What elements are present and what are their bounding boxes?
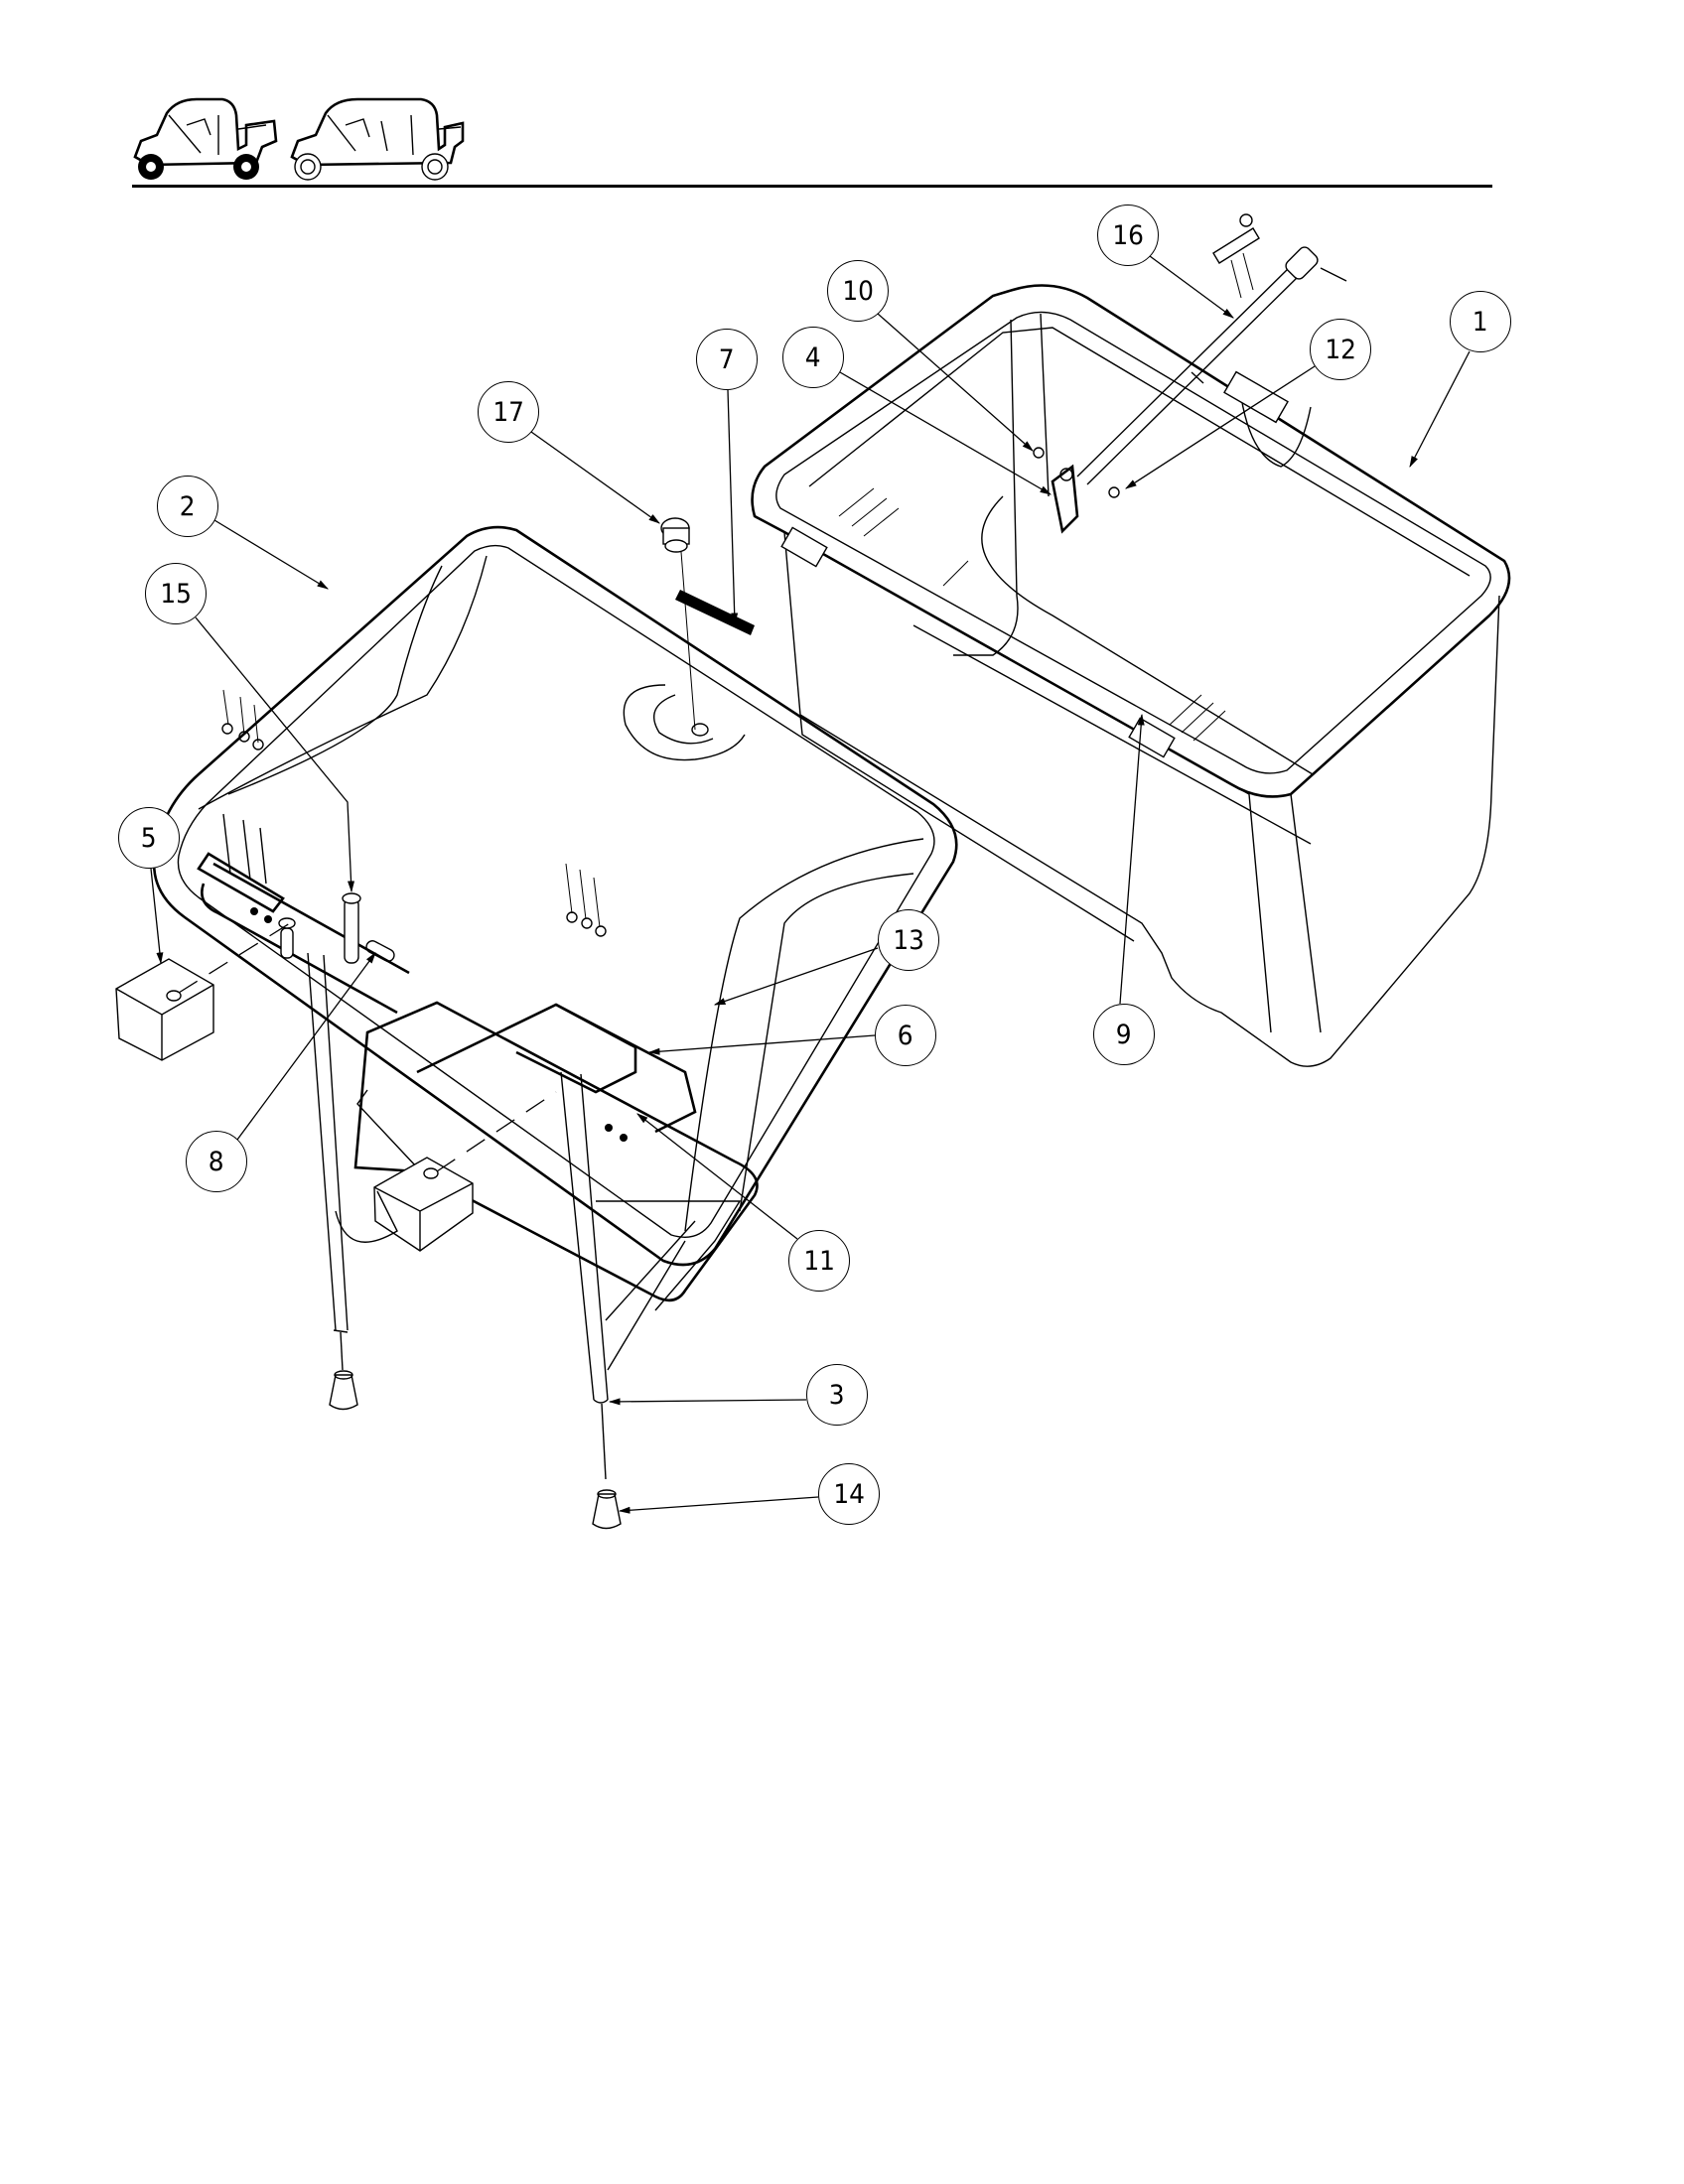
- callout-label: 17: [492, 396, 524, 428]
- callout-3[interactable]: 3: [806, 1364, 868, 1426]
- callout-label: 1: [1473, 306, 1488, 338]
- leg-cap-left: [329, 1370, 358, 1411]
- leader-lines: [150, 255, 1471, 1514]
- callout-1[interactable]: 1: [1450, 291, 1511, 352]
- callout-10[interactable]: 10: [827, 260, 889, 322]
- callout-label: 13: [893, 924, 924, 956]
- callout-2[interactable]: 2: [157, 476, 218, 537]
- support-assembly: [115, 813, 759, 1530]
- callout-label: 5: [141, 822, 157, 854]
- callout-label: 6: [898, 1020, 913, 1051]
- callout-label: 2: [180, 490, 196, 522]
- callout-label: 14: [833, 1478, 865, 1510]
- leg-cap-right: [592, 1489, 622, 1530]
- callout-11[interactable]: 11: [788, 1230, 850, 1292]
- callout-label: 12: [1325, 334, 1356, 365]
- callout-9[interactable]: 9: [1093, 1004, 1155, 1065]
- callout-label: 9: [1116, 1019, 1132, 1050]
- callout-label: 7: [719, 343, 735, 375]
- lock-cylinder: [660, 517, 696, 731]
- callout-label: 11: [803, 1245, 835, 1277]
- callout-14[interactable]: 14: [818, 1463, 880, 1525]
- two-passenger-vehicle-icon: [133, 97, 278, 180]
- header-rule: [132, 185, 1492, 188]
- cargo-box: [751, 213, 1511, 1067]
- weight-block-left: [115, 958, 214, 1061]
- callout-17[interactable]: 17: [478, 381, 539, 443]
- header-vehicle-icons: [133, 97, 465, 181]
- callout-15[interactable]: 15: [145, 563, 207, 624]
- callout-label: 3: [829, 1379, 845, 1411]
- callout-7[interactable]: 7: [696, 329, 758, 390]
- callout-12[interactable]: 12: [1310, 319, 1371, 380]
- cargo-lid: [152, 517, 958, 1267]
- callout-16[interactable]: 16: [1097, 205, 1159, 266]
- callout-6[interactable]: 6: [875, 1005, 936, 1066]
- callout-4[interactable]: 4: [782, 327, 844, 388]
- callout-label: 16: [1112, 219, 1144, 251]
- callout-label: 4: [805, 341, 821, 373]
- weight-block-right: [373, 1157, 474, 1252]
- callout-13[interactable]: 13: [878, 909, 939, 971]
- callout-label: 8: [209, 1146, 224, 1177]
- callout-label: 15: [160, 578, 192, 610]
- callout-label: 10: [842, 275, 874, 307]
- four-passenger-vehicle-icon: [290, 97, 465, 181]
- callout-5[interactable]: 5: [118, 807, 180, 869]
- callout-8[interactable]: 8: [186, 1131, 247, 1192]
